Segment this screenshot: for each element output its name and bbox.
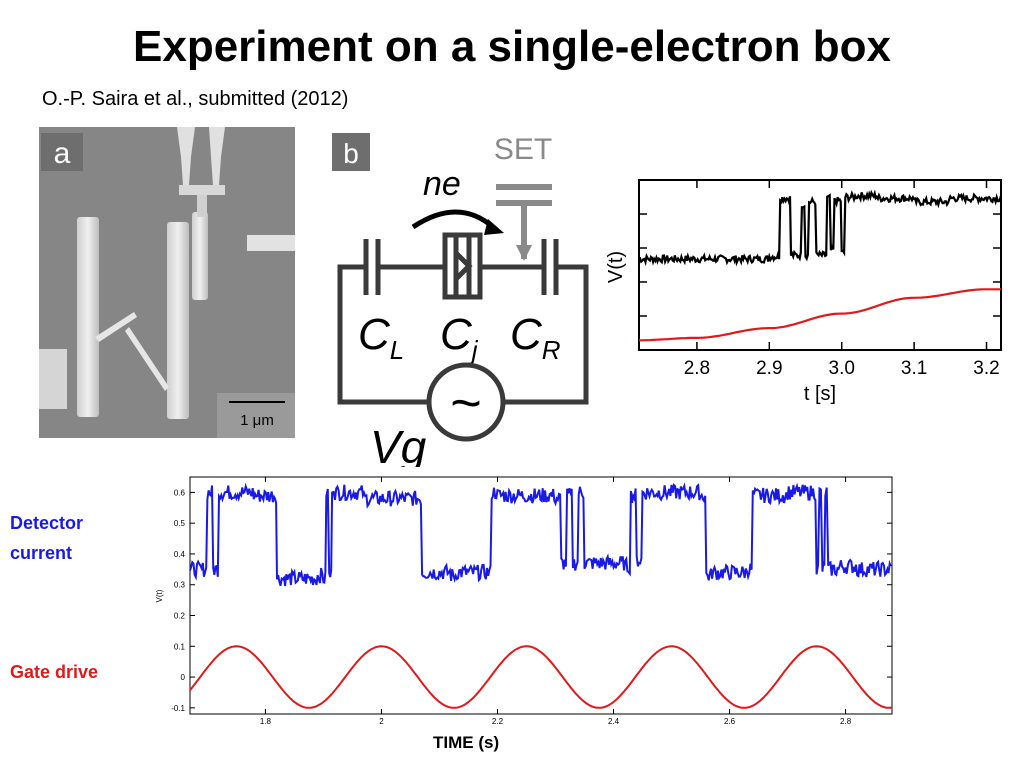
detector-current-label: Detector current xyxy=(10,508,83,568)
capacitor-cr xyxy=(541,239,559,295)
bottom-ytick-label: 0.5 xyxy=(174,519,186,528)
panel-a-letter: a xyxy=(54,137,71,170)
bottom-xtick-label: 1.8 xyxy=(260,717,272,726)
bottom-ytick-label: 0.2 xyxy=(174,612,186,621)
circuit-wires xyxy=(337,264,589,405)
ac-source-icon xyxy=(426,362,506,442)
bottom-ytick-label: -0.1 xyxy=(171,704,185,713)
sem-micrograph-panel: 1 μm a xyxy=(39,127,295,438)
cr-label: CR xyxy=(510,310,561,365)
top-xtick-label: 3.0 xyxy=(829,358,855,379)
top-xlabel: t [s] xyxy=(804,383,836,405)
bottom-xtick-label: 2 xyxy=(379,717,384,726)
gate-drive-label: Gate drive xyxy=(10,662,99,682)
set-label: SET xyxy=(494,133,552,166)
left-electrode xyxy=(77,217,99,417)
bottom-ytick-label: 0.1 xyxy=(174,642,186,651)
ac-source-symbol: ~ xyxy=(450,373,482,433)
slide-title: Experiment on a single-electron box xyxy=(133,22,891,71)
panel-b-letter: b xyxy=(343,138,359,169)
top-xtick-label: 3.1 xyxy=(901,358,927,379)
detector-label-line2: current xyxy=(10,543,73,563)
bottom-plot-frame xyxy=(189,476,893,715)
detector-label-line1: Detector xyxy=(10,513,84,533)
top-xtick-label: 2.9 xyxy=(756,358,782,379)
probe-lead-right xyxy=(209,127,225,185)
bottom-xtick-label: 2.8 xyxy=(840,717,852,726)
center-electrode xyxy=(192,212,208,300)
detector-current-trace xyxy=(189,482,892,587)
right-electrode xyxy=(167,222,189,419)
top-gate-trace xyxy=(639,288,1001,342)
probe-lead-left xyxy=(177,127,195,185)
gate-stub xyxy=(247,235,295,251)
bottom-ytick-label: 0.3 xyxy=(174,581,186,590)
bottom-ytick-label: 0.6 xyxy=(174,488,186,497)
tunnel-junction xyxy=(442,232,483,300)
chart-top: 2.8 2.9 3.0 3.1 3.2 V(t) t [s] xyxy=(605,179,1003,405)
bottom-xtick-label: 2.4 xyxy=(608,717,620,726)
bottom-ytick-label: 0.4 xyxy=(174,550,186,559)
citation: O.-P. Saira et al., submitted (2012) xyxy=(42,88,349,110)
top-xtick-label: 3.2 xyxy=(973,358,999,379)
bottom-ytick-label: 0 xyxy=(181,673,186,682)
top-ylabel: V(t) xyxy=(605,251,627,283)
top-switching-trace xyxy=(638,189,1003,267)
bottom-xtick-label: 2.6 xyxy=(724,717,736,726)
circuit-schematic-panel: b SET ne CL Cj CR ~ Vg xyxy=(332,133,589,467)
bottom-ylabel: V(t) xyxy=(155,589,164,602)
electron-label: ne xyxy=(423,165,461,203)
cj-label: Cj xyxy=(440,310,479,365)
gate-drive-trace xyxy=(189,645,893,709)
top-xtick-label: 2.8 xyxy=(684,358,710,379)
scale-bar-label: 1 μm xyxy=(240,412,274,429)
vg-label: Vg xyxy=(370,421,427,467)
top-plot-frame xyxy=(638,179,1002,351)
cl-label: CL xyxy=(358,310,404,365)
bottom-xtick-label: 2.2 xyxy=(492,717,504,726)
capacitor-cl xyxy=(363,239,381,295)
time-axis-label: TIME (s) xyxy=(433,733,500,752)
tunneling-arrow xyxy=(411,209,495,230)
